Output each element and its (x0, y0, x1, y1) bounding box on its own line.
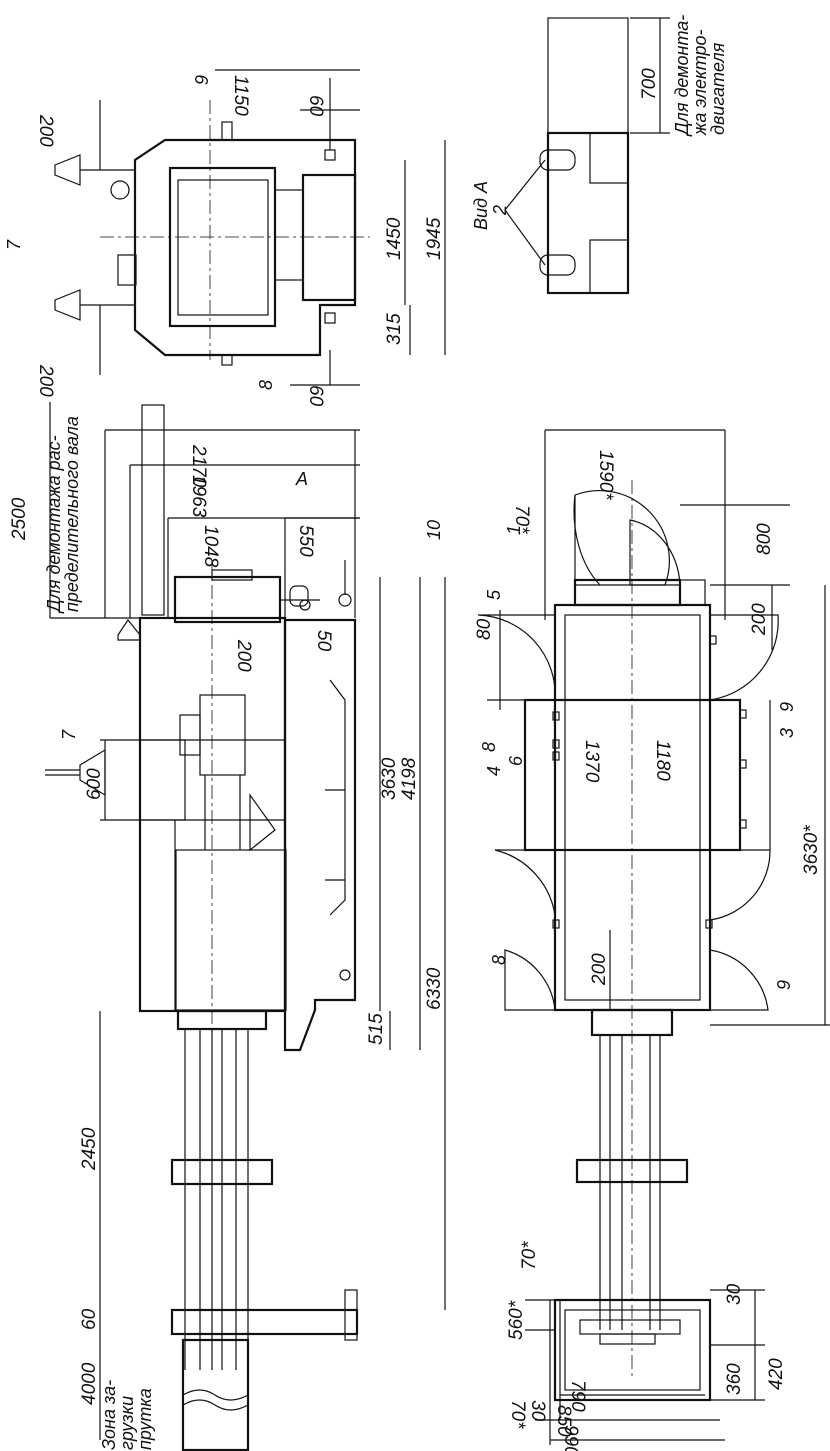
dim-420: 420 (766, 1358, 787, 1390)
dim-560: 560* (506, 1300, 527, 1340)
label-4: 4 (484, 766, 504, 776)
label-7-end: 7 (4, 239, 24, 250)
view-a-hatch (547, 17, 629, 134)
label-1: 1 (504, 525, 524, 535)
dim-60: 60 (79, 1308, 100, 1330)
view-a-note-2: жа электро- (690, 29, 710, 136)
note-demount-2: пределительного вала (62, 416, 82, 612)
load-zone-3: прутка (135, 1388, 155, 1450)
view-a: Вид A 2 700 Для демонта- жа электро- дви… (471, 15, 728, 295)
view-a-label-2: 2 (490, 205, 510, 216)
label-8-end: 8 (256, 380, 276, 390)
plan-load-frame (553, 1298, 712, 1402)
cylinder (199, 694, 246, 776)
dim-990: 990* (560, 1425, 581, 1451)
anchor-bolt (338, 593, 352, 607)
dim-200-plan-a: 200 (749, 603, 770, 636)
load-zone-1: Зона за- (99, 1380, 119, 1450)
machine-bed (283, 618, 357, 1052)
dim-1945: 1945 (424, 217, 445, 260)
dim-600: 600 (84, 768, 105, 800)
note-demount-1: Для демонтажа рас- (44, 435, 64, 614)
dim-550: 550 (295, 525, 316, 557)
dim-700: 700 (639, 68, 660, 100)
view-a-note-1: Для демонта- (672, 15, 692, 137)
dim-3630: 3630 (379, 757, 400, 800)
support-1 (170, 1158, 274, 1186)
dim-2170: 2170 (188, 444, 209, 488)
label-8a: 8 (479, 742, 499, 752)
plan-outer (553, 603, 712, 1012)
dim-4198: 4198 (399, 757, 420, 800)
dim-60a: 60 (305, 95, 326, 117)
view-a-title: Вид A (471, 181, 491, 230)
label-6: 6 (506, 755, 526, 766)
end-view-body (133, 138, 357, 357)
dim-1450: 1450 (384, 217, 405, 260)
dim-1150: 1150 (230, 75, 251, 116)
dim-30b: 30 (527, 1400, 548, 1422)
label-7-side: 7 (59, 729, 79, 740)
view-a-body (546, 131, 630, 295)
load-zone-2: грузки (117, 1396, 137, 1450)
dim-315: 315 (384, 313, 405, 345)
dim-6330: 6330 (424, 967, 445, 1010)
label-9-end: 9 (192, 75, 212, 85)
plan-carriage (523, 698, 742, 852)
view-a-note-3: двигателя (708, 42, 728, 135)
cone-7a (54, 154, 81, 186)
dim-3630-plan: 3630* (801, 825, 822, 875)
wall-hatch (141, 404, 165, 616)
dim-70-top: 70* (511, 505, 532, 534)
plan-view: 1590* 70* 1 800 5 200 80 9 3 8 4 6 1370 … (474, 429, 830, 1451)
dim-200a: 200 (35, 114, 56, 147)
dim-1180: 1180 (652, 740, 673, 781)
dim-200b: 200 (35, 364, 56, 397)
label-10: 10 (424, 520, 444, 540)
dim-70-c: 70* (507, 1400, 528, 1429)
dim-1048: 1048 (200, 525, 221, 568)
dim-515: 515 (366, 1013, 387, 1045)
end-view: 1150 60 200 200 1450 1945 315 60 7 9 8 (4, 69, 446, 407)
spindle-head (173, 575, 282, 624)
label-9a: 9 (777, 702, 797, 712)
dim-1370: 1370 (581, 740, 602, 783)
dim-70-b: 70* (519, 1241, 540, 1270)
side-view: 2500 Для демонтажа рас- пределительного … (9, 402, 446, 1451)
feed-flange (176, 1009, 268, 1031)
dim-200-side: 200 (233, 639, 254, 672)
dim-50: 50 (313, 630, 334, 652)
dim-4000: 4000 (79, 1362, 100, 1405)
label-9b: 9 (774, 980, 794, 990)
label-8b: 8 (489, 955, 509, 965)
cone-7b (54, 289, 81, 321)
dim-360: 360 (724, 1363, 745, 1395)
label-5: 5 (484, 589, 504, 600)
dim-1590: 1590* (595, 450, 616, 500)
label-3: 3 (777, 728, 797, 738)
dim-2500: 2500 (9, 497, 30, 541)
dim-80: 80 (474, 618, 495, 640)
view-arrow-A: A (295, 469, 308, 489)
dim-30a: 30 (724, 1283, 745, 1305)
dim-200-plan-b: 200 (589, 953, 610, 986)
dim-850: 850 (553, 1405, 574, 1437)
dim-800: 800 (754, 523, 775, 555)
dim-60b: 60 (305, 385, 326, 407)
dim-2450: 2450 (79, 1127, 100, 1171)
dim-790: 790 (567, 1380, 588, 1412)
dim-1963: 1963 (188, 475, 209, 518)
